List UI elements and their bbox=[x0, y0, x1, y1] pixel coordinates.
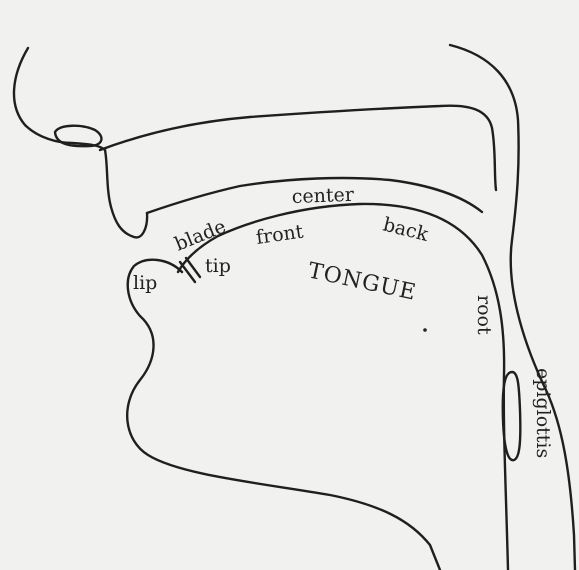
lower-lip-chin bbox=[127, 260, 440, 570]
pharynx-wall bbox=[450, 45, 575, 570]
nose-profile bbox=[14, 48, 105, 150]
tongue-tip-mark bbox=[180, 258, 200, 282]
tongue-dot bbox=[423, 328, 427, 332]
epiglottis-shape bbox=[503, 372, 521, 460]
label-tongue: TONGUE bbox=[306, 258, 419, 305]
label-root: root bbox=[473, 295, 495, 335]
label-tip: tip bbox=[205, 255, 231, 277]
upper-lip bbox=[105, 150, 147, 237]
label-back: back bbox=[381, 214, 431, 247]
nasal-cavity-outline bbox=[100, 106, 496, 190]
label-lip: lip bbox=[133, 272, 157, 294]
label-blade: blade bbox=[172, 215, 229, 255]
label-center: center bbox=[291, 184, 355, 208]
label-front: front bbox=[255, 221, 305, 249]
label-epiglottis: epiglottis bbox=[532, 368, 554, 458]
